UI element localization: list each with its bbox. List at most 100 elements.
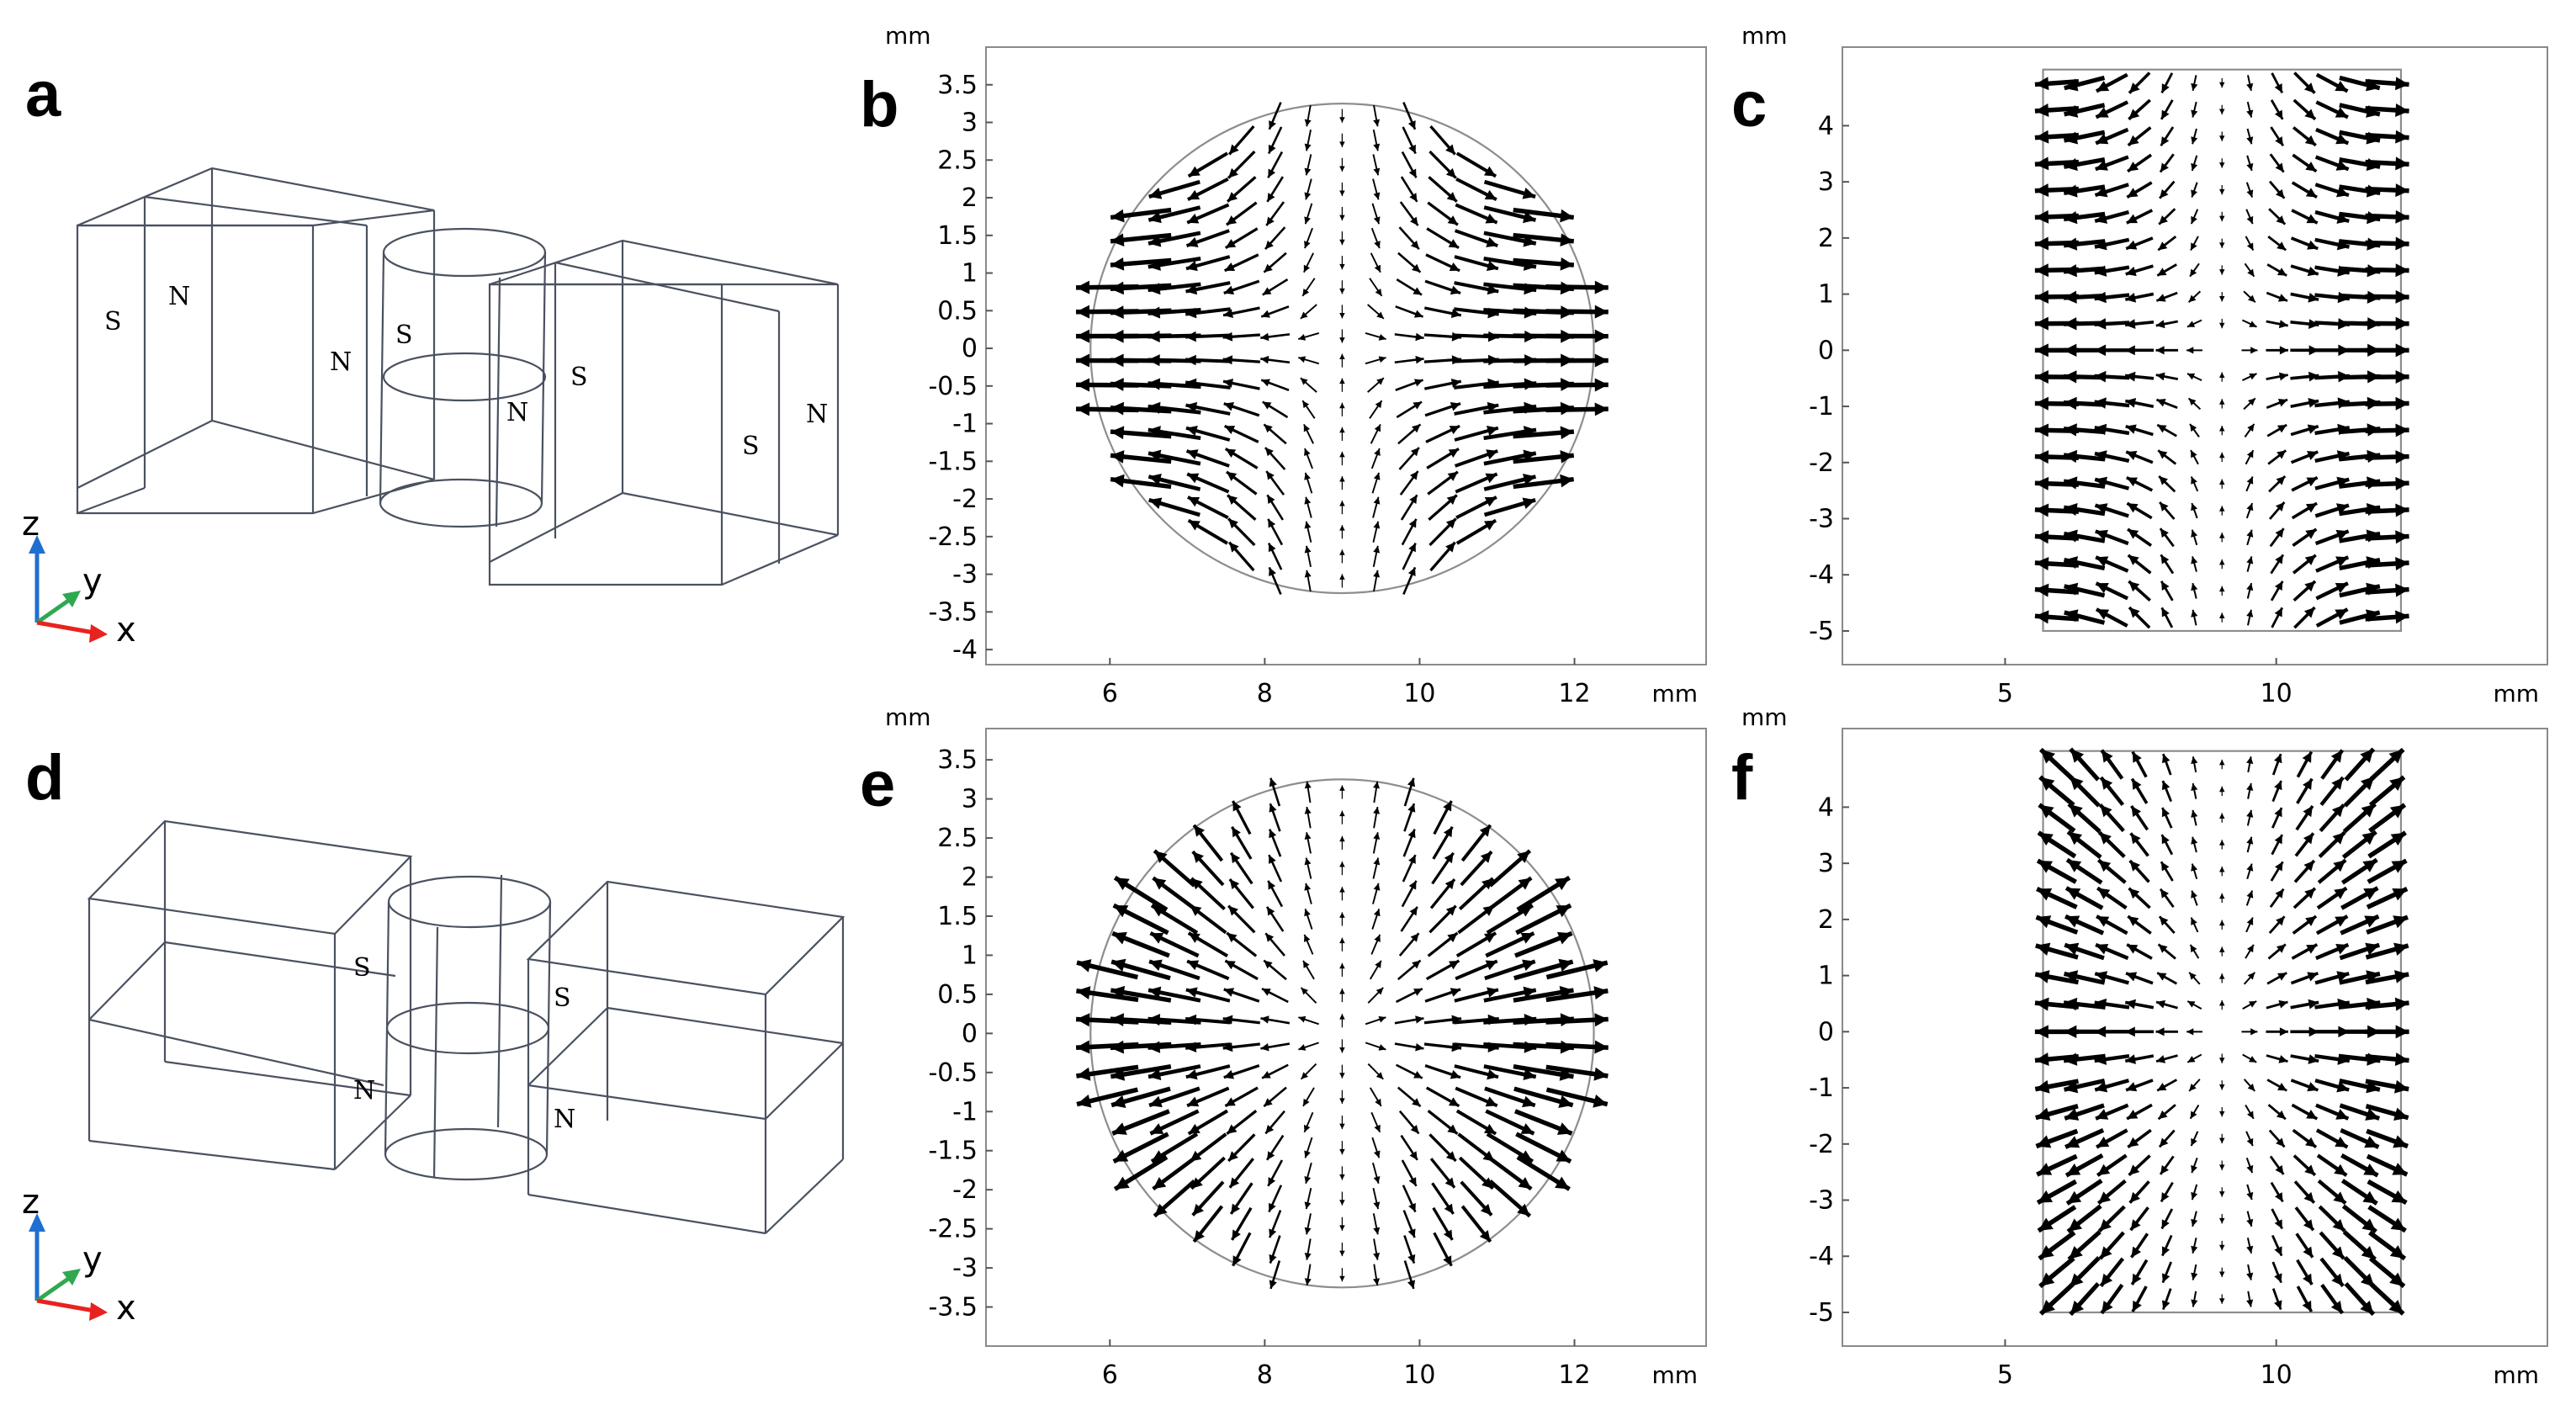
field-arrow-head — [1373, 192, 1381, 200]
field-arrow-head — [1450, 1069, 1461, 1079]
field-arrow-head — [2330, 1301, 2343, 1313]
y-tick-label: -1.5 — [928, 1137, 978, 1166]
field-arrow-head — [2064, 131, 2079, 145]
field-arrow-head — [2365, 942, 2380, 956]
field-arrow-head — [1229, 879, 1240, 890]
field-arrow-head — [1298, 356, 1307, 363]
y-tick-label: -1 — [1809, 1073, 1834, 1103]
field-arrow-head — [2393, 970, 2409, 983]
field-arrow-head — [1556, 931, 1572, 945]
field-arrow-head — [2248, 1056, 2257, 1063]
field-arrow-head — [1378, 1015, 1386, 1023]
field-arrow-head — [2037, 1163, 2053, 1175]
field-arrow-head — [1110, 378, 1124, 391]
field-arrow-head — [1594, 402, 1609, 416]
field-arrow-head — [1409, 1151, 1418, 1160]
field-arrow-head — [1560, 426, 1574, 440]
field-arrow-head — [2065, 915, 2080, 928]
field-arrow-head — [2065, 1108, 2080, 1121]
field-arrow-head — [1408, 168, 1417, 178]
field-arrow-head — [2064, 582, 2079, 596]
field-arrow-head — [2095, 160, 2108, 171]
field-arrow-head — [2191, 836, 2198, 845]
field-arrow-head — [2305, 188, 2318, 198]
field-arrow-head — [1410, 447, 1419, 457]
field-arrow-head — [2276, 1110, 2286, 1120]
field-arrow-head — [2158, 944, 2168, 953]
field-arrow-head — [2186, 373, 2196, 380]
field-arrow-head — [2308, 371, 2319, 382]
y-tick-label: 3 — [1818, 167, 1834, 197]
field-arrow-head — [1304, 781, 1312, 789]
field-arrow-head — [1518, 877, 1532, 890]
field-arrow-head — [2274, 781, 2282, 791]
field-arrow-head — [2128, 580, 2140, 592]
field-arrow-head — [2305, 503, 2318, 513]
field-arrow-head — [1148, 235, 1162, 247]
y-tick-label: 1 — [1818, 962, 1834, 991]
field-arrow-head — [2393, 915, 2408, 929]
field-arrow-head — [2303, 1191, 2314, 1203]
y-tick-label: -4 — [952, 635, 978, 665]
field-arrow-head — [2218, 135, 2225, 141]
field-arrow-head — [1484, 189, 1497, 200]
field-arrow-head — [2333, 860, 2346, 872]
field-arrow-head — [2160, 888, 2169, 899]
field-arrow-head — [2096, 583, 2109, 594]
field-arrow-head — [2191, 215, 2197, 225]
field-arrow-head — [1076, 1040, 1090, 1054]
field-arrow-head — [2361, 1218, 2377, 1232]
field-arrow-head — [2331, 804, 2345, 818]
field-arrow-head — [2248, 1000, 2257, 1008]
field-arrow-head — [1413, 989, 1423, 996]
field-arrow-head — [2335, 186, 2349, 198]
field-arrow-head — [2275, 554, 2283, 565]
field-arrow-head — [1111, 958, 1126, 972]
field-arrow-head — [2094, 397, 2107, 409]
field-arrow-head — [1339, 141, 1345, 147]
field-arrow-head — [2035, 942, 2051, 957]
field-arrow-head — [2034, 236, 2049, 251]
field-arrow-head — [2096, 609, 2110, 620]
field-arrow-head — [2363, 888, 2378, 900]
field-arrow-head — [2067, 859, 2082, 872]
field-arrow-head — [1076, 986, 1091, 999]
field-arrow-head — [2066, 888, 2081, 900]
field-arrow-head — [1409, 470, 1418, 480]
field-arrow-head — [1187, 496, 1201, 507]
field-arrow-head — [2070, 776, 2084, 791]
field-arrow-head — [1408, 144, 1416, 154]
x-tick-label: 12 — [1558, 1360, 1590, 1390]
field-arrow-head — [2304, 554, 2316, 565]
field-arrow-head — [2191, 529, 2198, 538]
field-arrow-head — [2395, 316, 2409, 331]
x-axis-label: x — [116, 1289, 136, 1328]
field-arrow-head — [1373, 1201, 1381, 1210]
field-arrow-head — [1304, 1201, 1312, 1210]
field-arrow-head — [2278, 372, 2288, 381]
field-arrow-head — [2246, 189, 2254, 198]
field-arrow-head — [1304, 241, 1311, 249]
field-arrow-head — [2094, 423, 2107, 436]
y-tick-label: -2.5 — [928, 1215, 978, 1244]
field-arrow-head — [1269, 803, 1277, 813]
field-arrow-head — [1594, 378, 1609, 392]
field-arrow-head — [2279, 346, 2288, 355]
field-arrow-head — [2034, 103, 2049, 117]
field-arrow-head — [1339, 263, 1345, 270]
field-arrow-head — [1373, 1175, 1381, 1184]
field-arrow-head — [1375, 288, 1382, 296]
field-arrow-head — [1191, 1177, 1203, 1189]
field-arrow-head — [1261, 379, 1270, 387]
field-arrow-head — [2306, 477, 2318, 487]
field-arrow-head — [1445, 518, 1456, 529]
field-arrow-head — [1339, 117, 1345, 123]
field-arrow-head — [1076, 402, 1090, 416]
field-arrow-head — [1487, 1069, 1498, 1080]
field-arrow-head — [2191, 82, 2198, 91]
field-arrow-head — [1376, 378, 1384, 385]
field-arrow-head — [1229, 144, 1239, 155]
field-arrow-head — [2306, 214, 2318, 224]
field-arrow-head — [1594, 280, 1609, 294]
field-arrow-head — [1407, 777, 1416, 787]
